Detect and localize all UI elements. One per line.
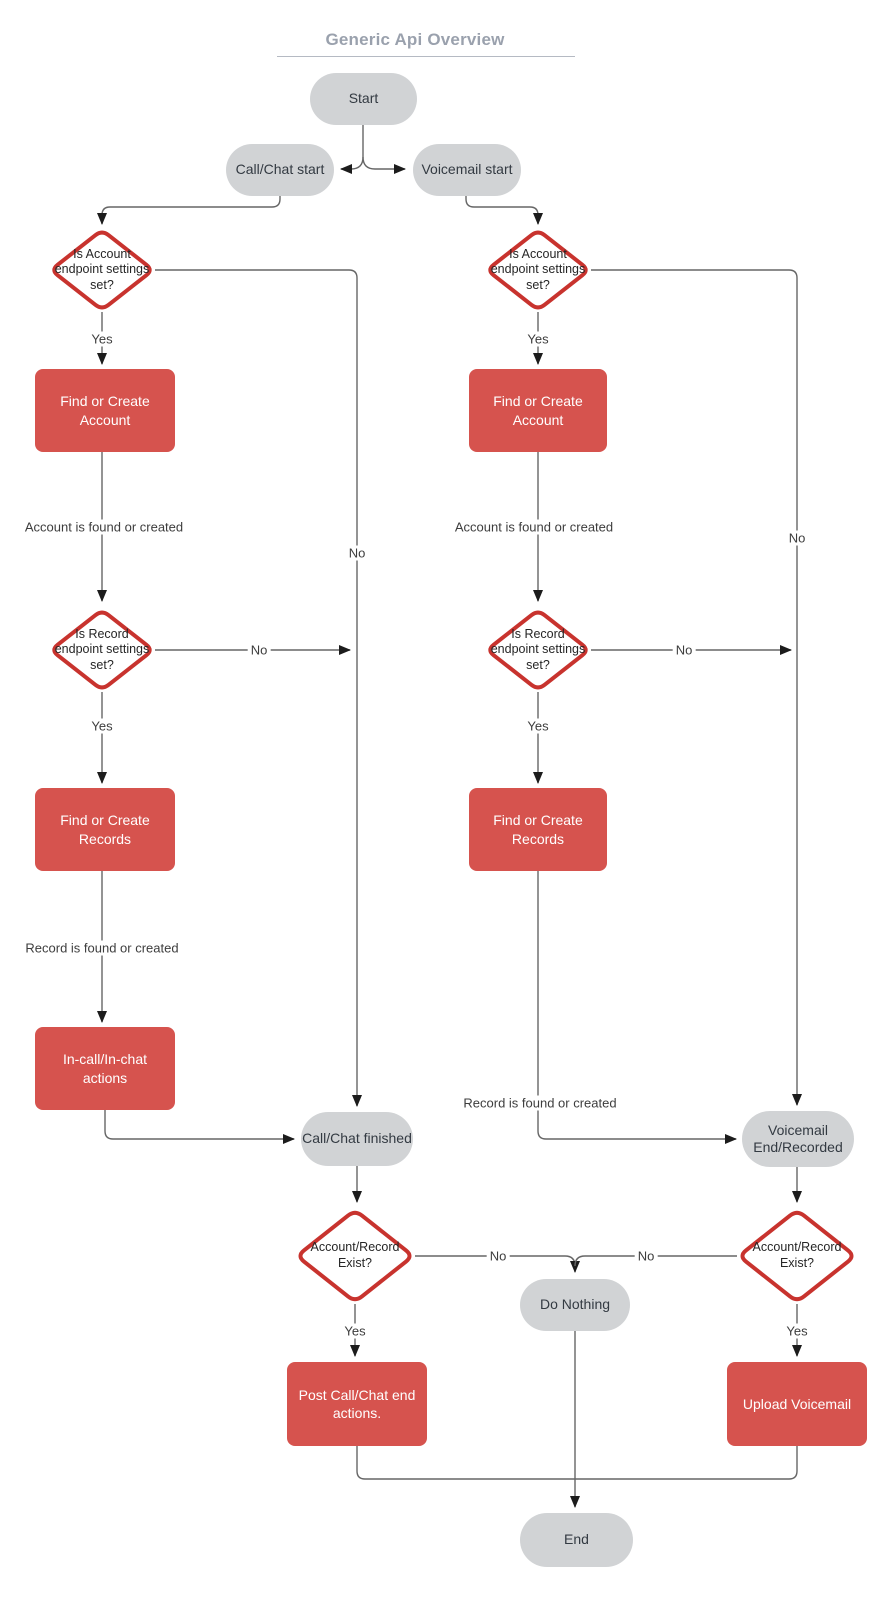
node-find-or-create-records-right-label: Find or Create Records: [493, 812, 583, 847]
edge-label-no: No: [247, 642, 271, 658]
node-end-label: End: [564, 1531, 589, 1548]
node-find-or-create-account-right-label: Find or Create Account: [493, 393, 583, 428]
node-voicemail-start-label: Voicemail start: [421, 161, 513, 178]
node-post-call-chat-end-actions-label: Post Call/Chat end actions.: [298, 1386, 416, 1421]
node-call-chat-finished-label: Call/Chat finished: [302, 1130, 412, 1147]
node-voicemail-end-recorded-label: Voicemail End/Recorded: [753, 1121, 843, 1156]
node-upload-voicemail: Upload Voicemail: [727, 1362, 867, 1446]
decision-account-record-exist-right-label: Account/Record Exist?: [752, 1240, 842, 1270]
node-call-chat-start-label: Call/Chat start: [235, 161, 325, 178]
node-find-or-create-account-right: Find or Create Account: [469, 369, 607, 452]
node-start: Start: [310, 73, 417, 125]
node-do-nothing: Do Nothing: [520, 1279, 630, 1331]
edge-label-no: No: [672, 642, 696, 658]
diamond-shape: [52, 230, 152, 310]
decision-is-record-endpoint-set-right-label: Is Record endpoint settings set?: [490, 626, 586, 672]
edge-label-yes: Yes: [524, 718, 552, 734]
edge-label-no: No: [785, 530, 809, 546]
node-call-chat-start: Call/Chat start: [226, 144, 334, 196]
diamond-shape: [298, 1210, 412, 1302]
node-call-chat-finished: Call/Chat finished: [301, 1112, 413, 1166]
edge-label-yes: Yes: [341, 1323, 369, 1339]
decision-is-record-endpoint-set-right: Is Record endpoint settings set?: [483, 606, 593, 694]
node-in-call-in-chat-actions-label: In-call/In-chat actions: [62, 1051, 148, 1086]
decision-is-account-endpoint-set-left-label: Is Account endpoint settings set?: [54, 246, 150, 292]
decision-account-record-exist-left-label: Account/Record Exist?: [310, 1240, 400, 1270]
diamond-shape: [488, 230, 588, 310]
decision-account-record-exist-left: Account/Record Exist?: [293, 1206, 417, 1306]
node-find-or-create-account-left: Find or Create Account: [35, 369, 175, 452]
decision-is-account-endpoint-set-left: Is Account endpoint settings set?: [47, 226, 157, 314]
node-find-or-create-records-right: Find or Create Records: [469, 788, 607, 871]
node-end: End: [520, 1513, 633, 1567]
title-underline: [277, 56, 575, 57]
edge-label-yes: Yes: [88, 331, 116, 347]
node-in-call-in-chat-actions: In-call/In-chat actions: [35, 1027, 175, 1110]
edge-label-record-found: Record is found or created: [460, 1095, 620, 1111]
node-upload-voicemail-label: Upload Voicemail: [742, 1395, 852, 1412]
diamond-shape: [52, 610, 152, 690]
decision-is-record-endpoint-set-left-label: Is Record endpoint settings set?: [54, 626, 150, 672]
decision-is-record-endpoint-set-left: Is Record endpoint settings set?: [47, 606, 157, 694]
edge-label-account-found: Account is found or created: [451, 519, 617, 535]
node-voicemail-start: Voicemail start: [413, 144, 521, 196]
diamond-shape: [740, 1210, 854, 1302]
page-title: Generic Api Overview: [325, 30, 505, 49]
edge-label-no: No: [634, 1248, 658, 1264]
edge-label-no: No: [345, 545, 369, 561]
node-do-nothing-label: Do Nothing: [539, 1296, 611, 1313]
diamond-shape: [488, 610, 588, 690]
node-voicemail-end-recorded: Voicemail End/Recorded: [742, 1111, 854, 1167]
node-find-or-create-records-left-label: Find or Create Records: [60, 812, 150, 847]
decision-is-account-endpoint-set-right-label: Is Account endpoint settings set?: [490, 246, 586, 292]
edge-label-yes: Yes: [88, 718, 116, 734]
edge-label-account-found: Account is found or created: [21, 519, 187, 535]
node-find-or-create-records-left: Find or Create Records: [35, 788, 175, 871]
decision-is-account-endpoint-set-right: Is Account endpoint settings set?: [483, 226, 593, 314]
edge-label-no: No: [486, 1248, 510, 1264]
node-post-call-chat-end-actions: Post Call/Chat end actions.: [287, 1362, 427, 1446]
edge-label-yes: Yes: [783, 1323, 811, 1339]
node-find-or-create-account-left-label: Find or Create Account: [60, 393, 150, 428]
decision-account-record-exist-right: Account/Record Exist?: [735, 1206, 859, 1306]
edge-label-record-found: Record is found or created: [22, 940, 182, 956]
edge-label-yes: Yes: [524, 331, 552, 347]
node-start-label: Start: [348, 90, 379, 107]
